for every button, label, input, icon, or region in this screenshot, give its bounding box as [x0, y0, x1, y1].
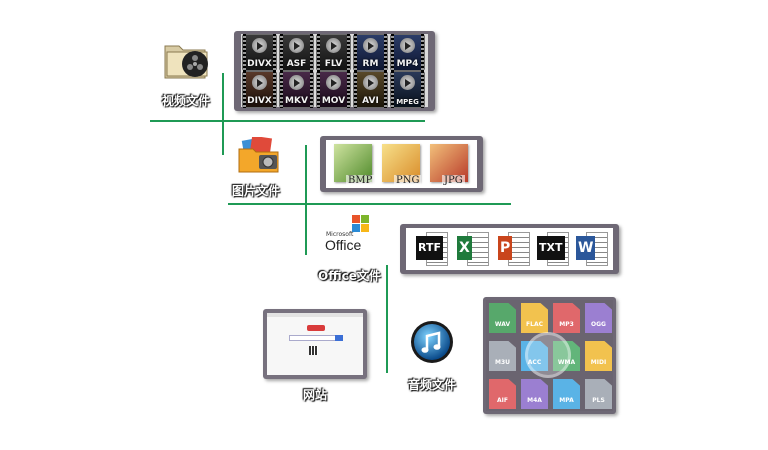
- website-thumbnail-screen: [267, 313, 363, 375]
- excel-file-icon: X: [457, 232, 489, 266]
- photo-folder-icon: [237, 135, 281, 175]
- divider-office-vertical: [386, 265, 388, 373]
- play-icon: [289, 75, 304, 90]
- video-format-tile: DIVX: [242, 34, 277, 71]
- audio-format-tile: M4A: [521, 379, 548, 409]
- video-formats-panel: DIVX ASF FLV RM MP4 DIVX MKV MOV AVI MPE…: [234, 31, 435, 111]
- office-logo-text: Office: [325, 237, 362, 253]
- play-icon: [400, 38, 415, 53]
- audio-format-tile: OGG: [585, 303, 612, 333]
- txt-file-icon: TXT: [537, 232, 569, 266]
- video-format-tile: MP4: [390, 34, 425, 71]
- qr-code-icon: [309, 346, 318, 355]
- play-icon: [326, 38, 341, 53]
- audio-format-tile: M3U: [489, 341, 516, 371]
- audio-files-label: 音频文件: [408, 378, 457, 392]
- video-format-tile: RM: [353, 34, 388, 71]
- play-icon: [363, 38, 378, 53]
- play-icon: [326, 75, 341, 90]
- video-format-tile: MOV: [316, 71, 351, 108]
- browser-bar: [267, 313, 363, 317]
- site-logo: [307, 325, 325, 331]
- video-format-tile: DIVX: [242, 71, 277, 108]
- search-box: [289, 335, 337, 341]
- office-formats-panel: RTF X P TXT W: [400, 224, 619, 274]
- film-folder-icon: [163, 38, 211, 82]
- image-files-label: 图片文件: [232, 184, 281, 198]
- website-thumbnail: [263, 309, 367, 379]
- search-button: [335, 335, 343, 341]
- audio-watermark-icon: [525, 332, 571, 378]
- divider-video-vertical: [222, 73, 224, 155]
- audio-format-tile: PLS: [585, 379, 612, 409]
- office-logo: Microsoft Office: [324, 213, 382, 255]
- video-formats-panel-inner: DIVX ASF FLV RM MP4 DIVX MKV MOV AVI MPE…: [241, 34, 428, 108]
- video-format-tile: ASF: [279, 34, 314, 71]
- play-icon: [252, 38, 267, 53]
- image-formats-panel-inner: BMP PNG JPG: [326, 140, 477, 188]
- image-formats-panel: BMP PNG JPG: [320, 136, 483, 192]
- word-file-icon: W: [576, 232, 608, 266]
- image-format-tile: BMP: [330, 142, 376, 186]
- video-files-label: 视频文件: [162, 94, 211, 108]
- office-logo-small-text: Microsoft: [326, 231, 354, 238]
- office-files-label: Office文件: [318, 269, 381, 283]
- website-label: 网站: [303, 388, 328, 402]
- audio-format-tile: MPA: [553, 379, 580, 409]
- audio-format-tile: AIF: [489, 379, 516, 409]
- video-format-tile: MPEG: [390, 71, 425, 108]
- image-format-tile: JPG: [426, 142, 472, 186]
- video-format-tile: MKV: [279, 71, 314, 108]
- rtf-file-icon: RTF: [416, 232, 448, 266]
- divider-image-vertical: [305, 145, 307, 255]
- image-format-tile: PNG: [378, 142, 424, 186]
- play-icon: [400, 75, 415, 90]
- play-icon: [289, 38, 304, 53]
- powerpoint-file-icon: P: [498, 232, 530, 266]
- divider-image-horizontal: [228, 203, 511, 205]
- video-format-tile: AVI: [353, 71, 388, 108]
- play-icon: [252, 75, 267, 90]
- video-format-tile: FLV: [316, 34, 351, 71]
- divider-video-horizontal: [150, 120, 425, 122]
- play-icon: [363, 75, 378, 90]
- music-app-icon: [410, 320, 454, 364]
- audio-format-tile: MP3: [553, 303, 580, 333]
- audio-format-tile: WAV: [489, 303, 516, 333]
- audio-format-tile: FLAC: [521, 303, 548, 333]
- audio-format-tile: MIDI: [585, 341, 612, 371]
- audio-formats-panel: WAV FLAC MP3 OGG M3U ACC WMA MIDI AIF M4…: [483, 297, 616, 414]
